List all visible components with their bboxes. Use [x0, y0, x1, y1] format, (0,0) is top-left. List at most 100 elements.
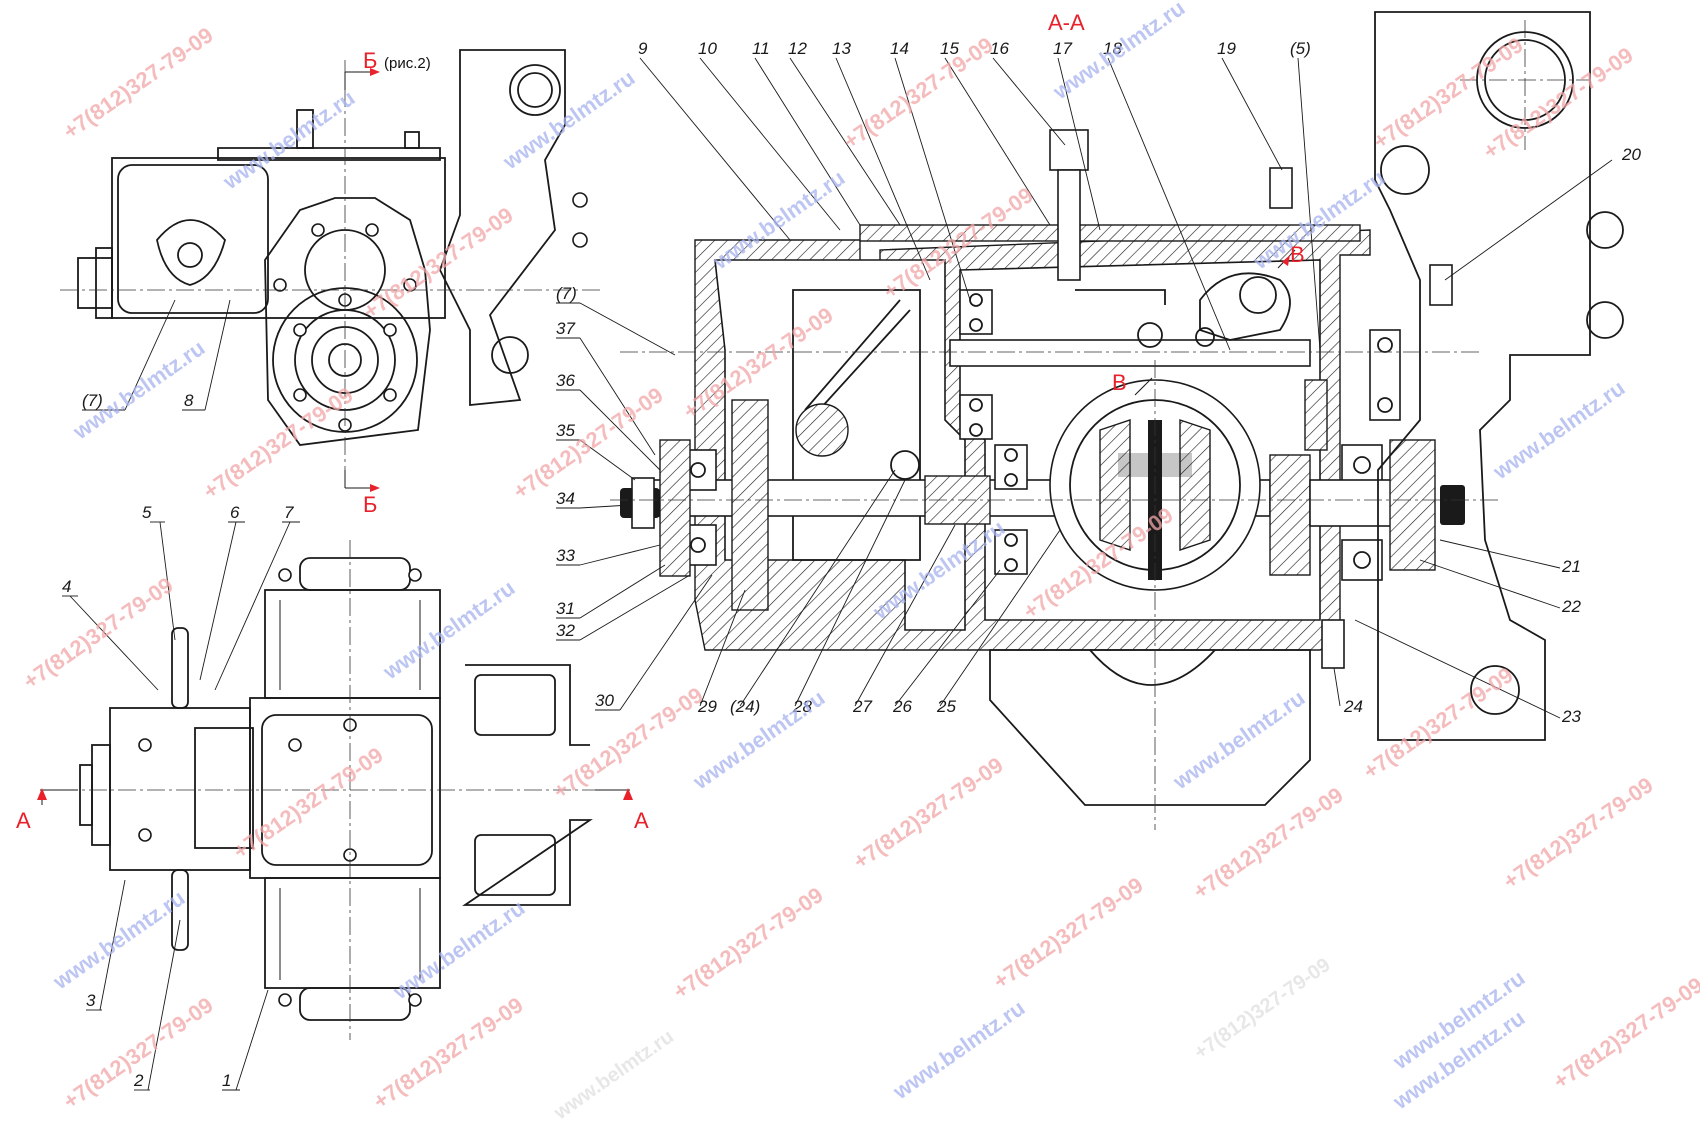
callout-31: 31 — [556, 599, 575, 618]
callout-16: 16 — [990, 39, 1009, 58]
callouts: (7) 8 5 6 7 4 3 2 1 9 10 11 12 13 14 15 … — [62, 39, 1641, 1091]
housing-outline-top — [111, 157, 446, 319]
fork-pin — [1137, 322, 1163, 348]
callout-32: 32 — [556, 621, 575, 640]
callout-13: 13 — [832, 39, 851, 58]
selector-hole — [1239, 276, 1277, 314]
watermark-phone: +7(812)327-79-09 — [1190, 954, 1334, 1064]
cut-arrow-b-bottom — [370, 484, 380, 492]
callout-28: 28 — [792, 697, 812, 716]
callout-2: 2 — [133, 1071, 144, 1090]
section-title: А-А — [1048, 10, 1085, 35]
section-a-label-right: А — [634, 808, 649, 833]
web-rib — [792, 289, 921, 561]
watermark-phone: +7(812)327-79-09 — [669, 882, 828, 1004]
cut-arrow-b-top — [370, 68, 380, 76]
bearings — [679, 289, 1401, 581]
callout-36: 36 — [556, 371, 575, 390]
watermark-phone: +7(812)327-79-09 — [839, 32, 998, 154]
lower-sump — [989, 649, 1311, 806]
callout-34: 34 — [556, 489, 575, 508]
callout-26: 26 — [892, 697, 912, 716]
bracket-hole-1 — [1380, 145, 1430, 195]
callout-25: 25 — [936, 697, 956, 716]
watermark-phone: +7(812)327-79-09 — [1359, 662, 1518, 784]
plan-bolts — [138, 568, 422, 1007]
cut-arrow-a-left — [37, 788, 47, 800]
watermark-phone: +7(812)327-79-09 — [989, 872, 1148, 994]
callout-33: 33 — [556, 546, 575, 565]
fork-yoke — [462, 664, 593, 906]
watermark-phone: +7(812)327-79-09 — [359, 202, 518, 324]
breather-top — [296, 109, 314, 149]
bracket-top-hole-inner — [517, 72, 553, 108]
output-cover — [1389, 439, 1436, 571]
callout-21: 21 — [1561, 557, 1581, 576]
triangle-flange-center — [177, 242, 203, 268]
callout-11: 11 — [752, 39, 770, 58]
callout-5: 5 — [142, 503, 152, 522]
fork-pin-2 — [1195, 327, 1215, 347]
callout-20: 20 — [1621, 145, 1641, 164]
right-gear-21 — [1269, 454, 1311, 576]
right-gear-teeth — [1304, 379, 1328, 451]
watermark-phone: +7(812)327-79-09 — [59, 992, 218, 1114]
callout-17: 17 — [1053, 39, 1072, 58]
watermark-site: www.belmtz.ru — [48, 885, 190, 995]
output-nut — [1440, 485, 1465, 525]
right-mounting-bracket — [1374, 11, 1591, 741]
callout-29: 29 — [697, 697, 717, 716]
callout-1: 1 — [222, 1071, 231, 1090]
watermark-phone: +7(812)327-79-09 — [849, 752, 1008, 874]
watermark-phone: +7(812)327-79-09 — [59, 22, 218, 144]
view-v-label-upper: В — [1290, 242, 1305, 267]
plan-left-endplate — [91, 744, 111, 846]
shift-rod — [1057, 169, 1081, 281]
drain-bolt-24 — [1321, 619, 1345, 669]
section-b-label-top: Б — [363, 48, 377, 73]
callout-22: 22 — [1561, 597, 1581, 616]
callout-10: 10 — [698, 39, 717, 58]
pump-housing — [264, 197, 431, 446]
fork-upper-ear — [474, 674, 556, 736]
top-rail — [217, 147, 441, 161]
callout-19: 19 — [1217, 39, 1236, 58]
left-flange-plate — [95, 247, 113, 319]
callout-7: 7 — [284, 503, 294, 522]
callout-6: 6 — [230, 503, 240, 522]
view-plan-bottom-left: А А — [16, 540, 649, 1040]
section-a-label-left: А — [16, 808, 31, 833]
watermark-site: www.belmtz.ru — [218, 85, 360, 195]
callout-30: 30 — [595, 691, 614, 710]
watermark-site: www.belmtz.ru — [68, 335, 210, 445]
bracket-bolt-20 — [1429, 264, 1453, 306]
bracket-hole-4 — [1470, 665, 1520, 715]
callout-p7-top: (7) — [82, 391, 103, 410]
callout-p7-section: (7) — [556, 284, 577, 303]
watermark-phone: +7(812)327-79-09 — [199, 382, 358, 504]
lever-upper — [171, 627, 189, 709]
hole-28 — [890, 450, 920, 480]
section-b-label-bottom: Б — [363, 492, 377, 517]
left-end-cap — [659, 439, 691, 577]
left-gear — [731, 399, 769, 611]
plan-left-stub — [79, 764, 93, 826]
callout-37: 37 — [556, 319, 575, 338]
pump-bolts — [273, 223, 417, 432]
bracket-hole-3 — [1586, 301, 1624, 339]
watermark-site: www.belmtz.ru — [388, 895, 530, 1005]
shaft-nut-outline — [631, 477, 655, 529]
cut-arrow-v-upper — [1282, 255, 1290, 266]
plan-left-cover — [194, 727, 254, 849]
web-rib-diagonal — [804, 299, 911, 421]
callout-24: 24 — [1343, 697, 1363, 716]
upper-shaft — [949, 339, 1311, 367]
watermark-phone: +7(812)327-79-09 — [1549, 972, 1700, 1094]
callout-p24: (24) — [730, 697, 760, 716]
bracket-top-hole — [509, 64, 561, 116]
view-v-label-lower: В — [1112, 370, 1127, 395]
callout-18: 18 — [1103, 39, 1122, 58]
bevel-gear-right — [1179, 419, 1211, 551]
left-idler-pin — [795, 403, 849, 457]
